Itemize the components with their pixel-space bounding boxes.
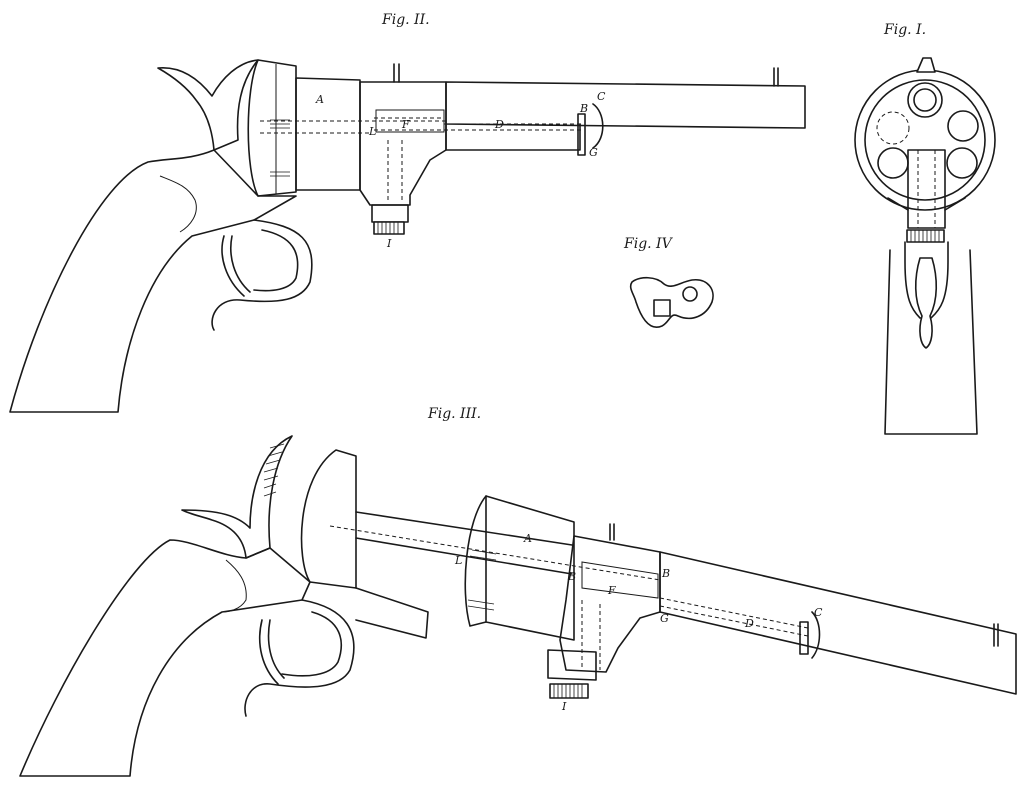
fig-ii-label-l: L — [368, 125, 376, 138]
figure-iv-caption: Fig. IV — [623, 236, 674, 252]
figure-iv-cam-piece: Fig. IV — [623, 236, 714, 328]
fig-iv-round-hole — [682, 286, 698, 302]
fig-iii-screw-knob — [549, 683, 589, 699]
fig-iii-recoil-shield — [300, 449, 357, 589]
fig-iii-label-b-right: B — [661, 567, 670, 580]
fig-i-screw-knob — [906, 229, 945, 243]
fig-ii-screw-base — [371, 204, 409, 223]
fig-ii-frame-loading-gate — [375, 109, 445, 133]
fig-ii-label-d: D — [494, 118, 504, 131]
figure-iii-caption: Fig. III. — [427, 406, 481, 422]
fig-ii-frame-channel — [374, 117, 444, 200]
fig-iii-screw-base — [547, 649, 597, 681]
fig-iii-frame-extension — [355, 587, 429, 639]
fig-iv-square-hole — [653, 299, 671, 317]
figure-iii-revolver-exploded-view: Fig. III. — [19, 406, 1017, 777]
fig-ii-trigger-guard — [211, 219, 313, 331]
fig-iii-hammer-spur-knurl — [263, 443, 285, 497]
fig-ii-screw-knurl — [377, 222, 399, 234]
fig-iii-cylinder-rear-face — [464, 495, 487, 627]
fig-iii-grip — [19, 539, 311, 777]
fig-i-screw-knurl — [910, 230, 940, 242]
fig-ii-rear-sight — [393, 63, 400, 83]
fig-iii-trigger-guard-inner — [281, 611, 342, 677]
fig-i-frame-column — [907, 149, 946, 229]
fig-ii-trigger — [221, 235, 251, 297]
fig-iii-label-i: I — [561, 700, 567, 713]
fig-iii-label-l: L — [454, 554, 462, 567]
fig-ii-rammer-rod — [444, 123, 582, 131]
fig-i-chamber-right — [947, 110, 979, 142]
fig-ii-front-sight — [773, 67, 779, 87]
fig-ii-grip-panel — [159, 175, 197, 233]
fig-ii-rammer-head — [577, 113, 586, 156]
fig-iii-frame — [559, 535, 661, 673]
fig-iii-label-d: D — [744, 617, 754, 630]
fig-iii-label-a: A — [523, 532, 532, 545]
fig-iii-label-b-left: B — [567, 570, 576, 583]
fig-ii-label-i: I — [386, 237, 392, 250]
fig-i-chamber-lower-right — [946, 147, 978, 179]
fig-iii-front-sight — [993, 623, 999, 647]
fig-iii-frame-loading-gate — [581, 561, 659, 599]
fig-iii-grip-panel — [221, 559, 247, 613]
fig-iv-part-outline — [629, 276, 714, 328]
fig-ii-frame — [359, 81, 447, 206]
fig-ii-rammer-lever — [592, 103, 604, 149]
fig-iii-screw-knurl — [553, 684, 583, 698]
fig-ii-trigger-guard-inner — [253, 229, 299, 292]
fig-i-frame-bracket — [887, 197, 966, 211]
fig-i-grip — [884, 249, 978, 435]
fig-iii-label-f: F — [607, 584, 616, 597]
fig-ii-grip — [9, 149, 297, 413]
fig-iii-arbor-lower — [355, 537, 573, 575]
figure-ii-revolver-side-view: Fig. II. A F — [9, 12, 806, 413]
fig-i-chamber-top-bore — [913, 88, 937, 112]
fig-i-cylinder-face — [864, 79, 986, 201]
fig-iii-frame-channel — [581, 600, 601, 670]
fig-ii-barrel-underlug — [445, 123, 581, 151]
fig-iii-trigger-guard — [244, 599, 355, 717]
fig-ii-cylinder-hatch — [270, 119, 290, 177]
fig-i-trigger — [914, 257, 938, 349]
fig-i-chamber-lower-left — [877, 147, 909, 179]
fig-iii-trigger — [258, 619, 285, 685]
fig-ii-label-a: A — [315, 93, 324, 106]
fig-i-chamber-top — [907, 82, 943, 118]
fig-ii-label-c: C — [597, 90, 606, 103]
fig-i-chamber-left-dashed — [876, 111, 910, 145]
fig-ii-label-f: F — [401, 118, 410, 131]
fig-iii-cylinder — [485, 495, 575, 641]
fig-ii-label-b: B — [579, 102, 588, 115]
fig-i-hammer-top — [916, 57, 936, 73]
figure-ii-caption: Fig. II. — [381, 12, 430, 28]
fig-iii-rammer-lever — [811, 611, 821, 659]
fig-iii-label-g: G — [660, 612, 669, 625]
fig-iii-barrel — [659, 551, 1017, 695]
fig-ii-cylinder-bore — [260, 120, 446, 134]
fig-ii-hammer — [157, 59, 259, 151]
fig-i-recoil-shield-outer — [854, 69, 996, 211]
fig-iii-rammer-head — [799, 621, 809, 655]
fig-i-frame-channel — [917, 150, 936, 228]
fig-ii-label-g: G — [589, 146, 598, 159]
fig-iii-label-c: C — [814, 606, 823, 619]
fig-iii-hammer — [181, 435, 293, 559]
fig-iii-cylinder-hatch — [467, 549, 497, 611]
fig-iii-arbor-upper — [355, 511, 573, 546]
fig-ii-screw-knob — [373, 221, 405, 235]
fig-iii-rear-sight — [609, 523, 615, 541]
figure-i-revolver-rear-view: Fig. I. — [854, 22, 996, 435]
figure-i-caption: Fig. I. — [883, 22, 926, 38]
fig-ii-cylinder — [295, 77, 361, 191]
